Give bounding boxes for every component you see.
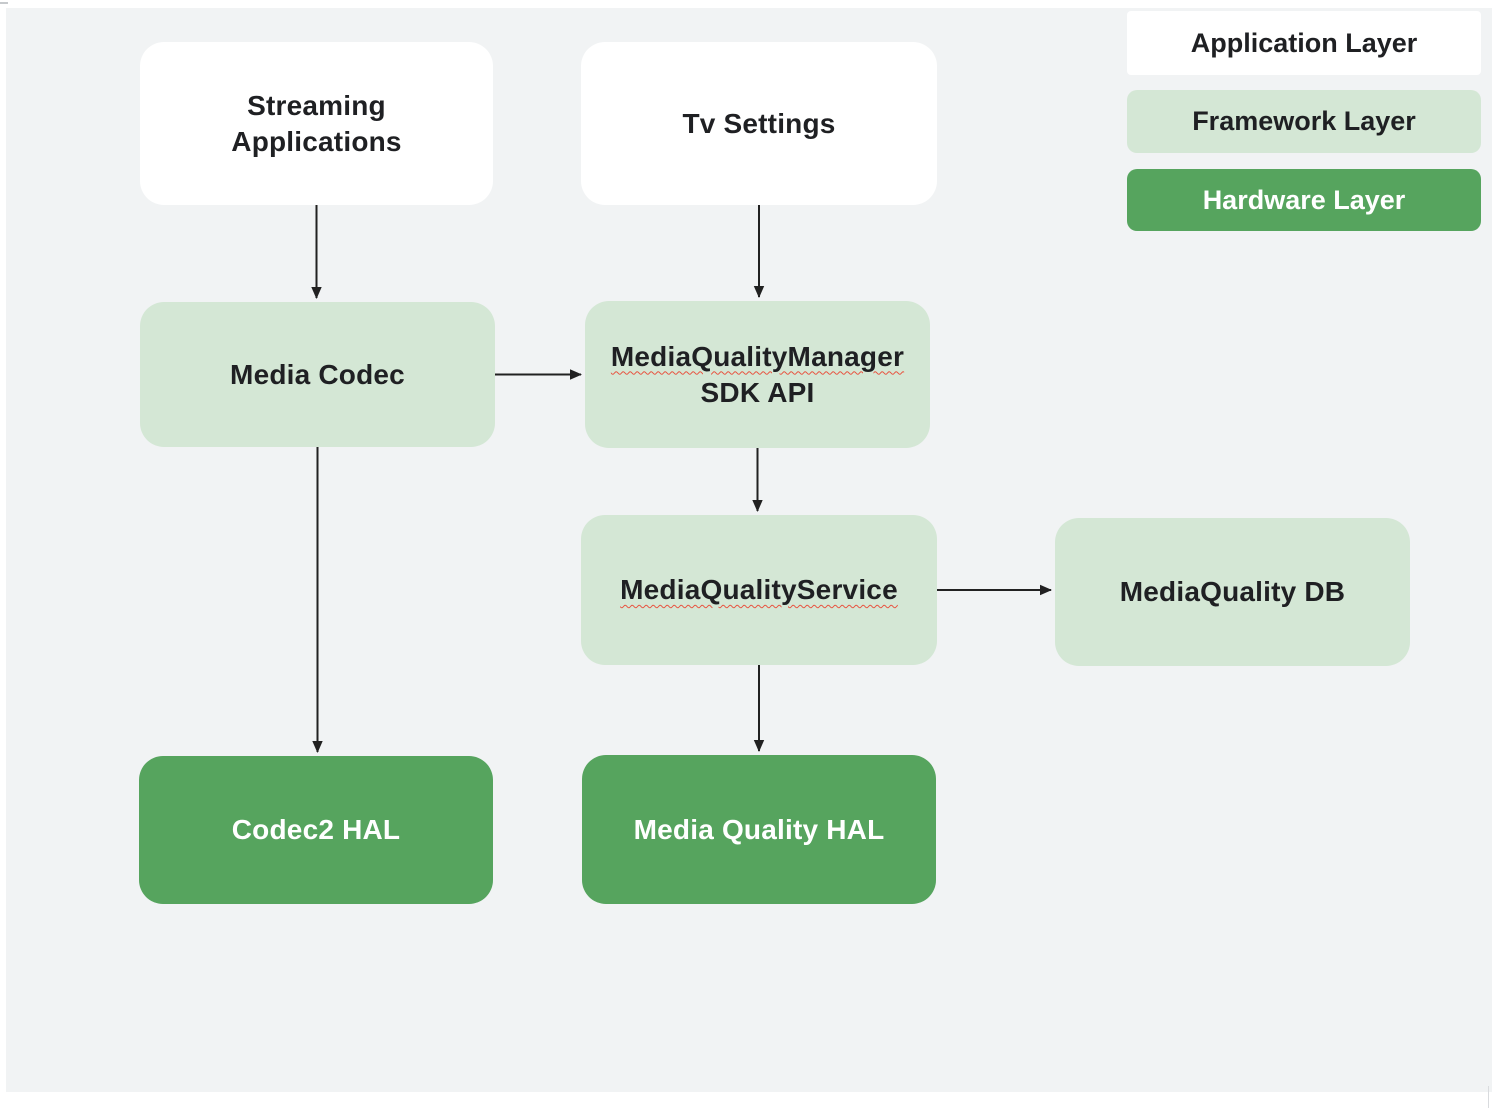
node-mediaquality-db: MediaQuality DB [1055, 518, 1410, 666]
node-media-quality-hal: Media Quality HAL [582, 755, 936, 904]
node-label-misspelled: MediaQualityService [620, 574, 898, 605]
node-label: Codec2 HAL [231, 814, 401, 845]
node-streaming-applications: Streaming Applications [140, 42, 493, 205]
node-label: Streaming [247, 89, 386, 121]
legend-label: Hardware Layer [1202, 184, 1406, 215]
node-label: Media Quality HAL [633, 813, 885, 845]
node-tv-settings: Tv Settings [581, 42, 937, 205]
node-mediaqualityservice: MediaQualityService [581, 515, 937, 665]
legend-hardware-layer: Hardware Layer [1127, 169, 1481, 231]
legend-application-layer: Application Layer [1127, 11, 1481, 75]
legend-label: Application Layer [1190, 27, 1418, 58]
node-codec2-hal: Codec2 HAL [139, 756, 493, 904]
node-label: Tv Settings [682, 107, 836, 139]
screenshot-edge-artifact [1488, 1086, 1489, 1108]
node-media-codec: Media Codec [140, 302, 495, 447]
node-label: Applications [231, 125, 402, 157]
node-label-misspelled: MediaQualityManager [610, 340, 905, 372]
node-mediaqualitymanager-sdk-api: MediaQualityManager SDK API [585, 301, 930, 448]
node-label: SDK API [700, 376, 815, 408]
legend-label: Framework Layer [1192, 106, 1416, 136]
legend-framework-layer: Framework Layer [1127, 90, 1481, 153]
screenshot-corner-artifact [0, 2, 8, 4]
node-label: Media Codec [230, 358, 405, 390]
node-label: MediaQuality DB [1119, 576, 1346, 607]
